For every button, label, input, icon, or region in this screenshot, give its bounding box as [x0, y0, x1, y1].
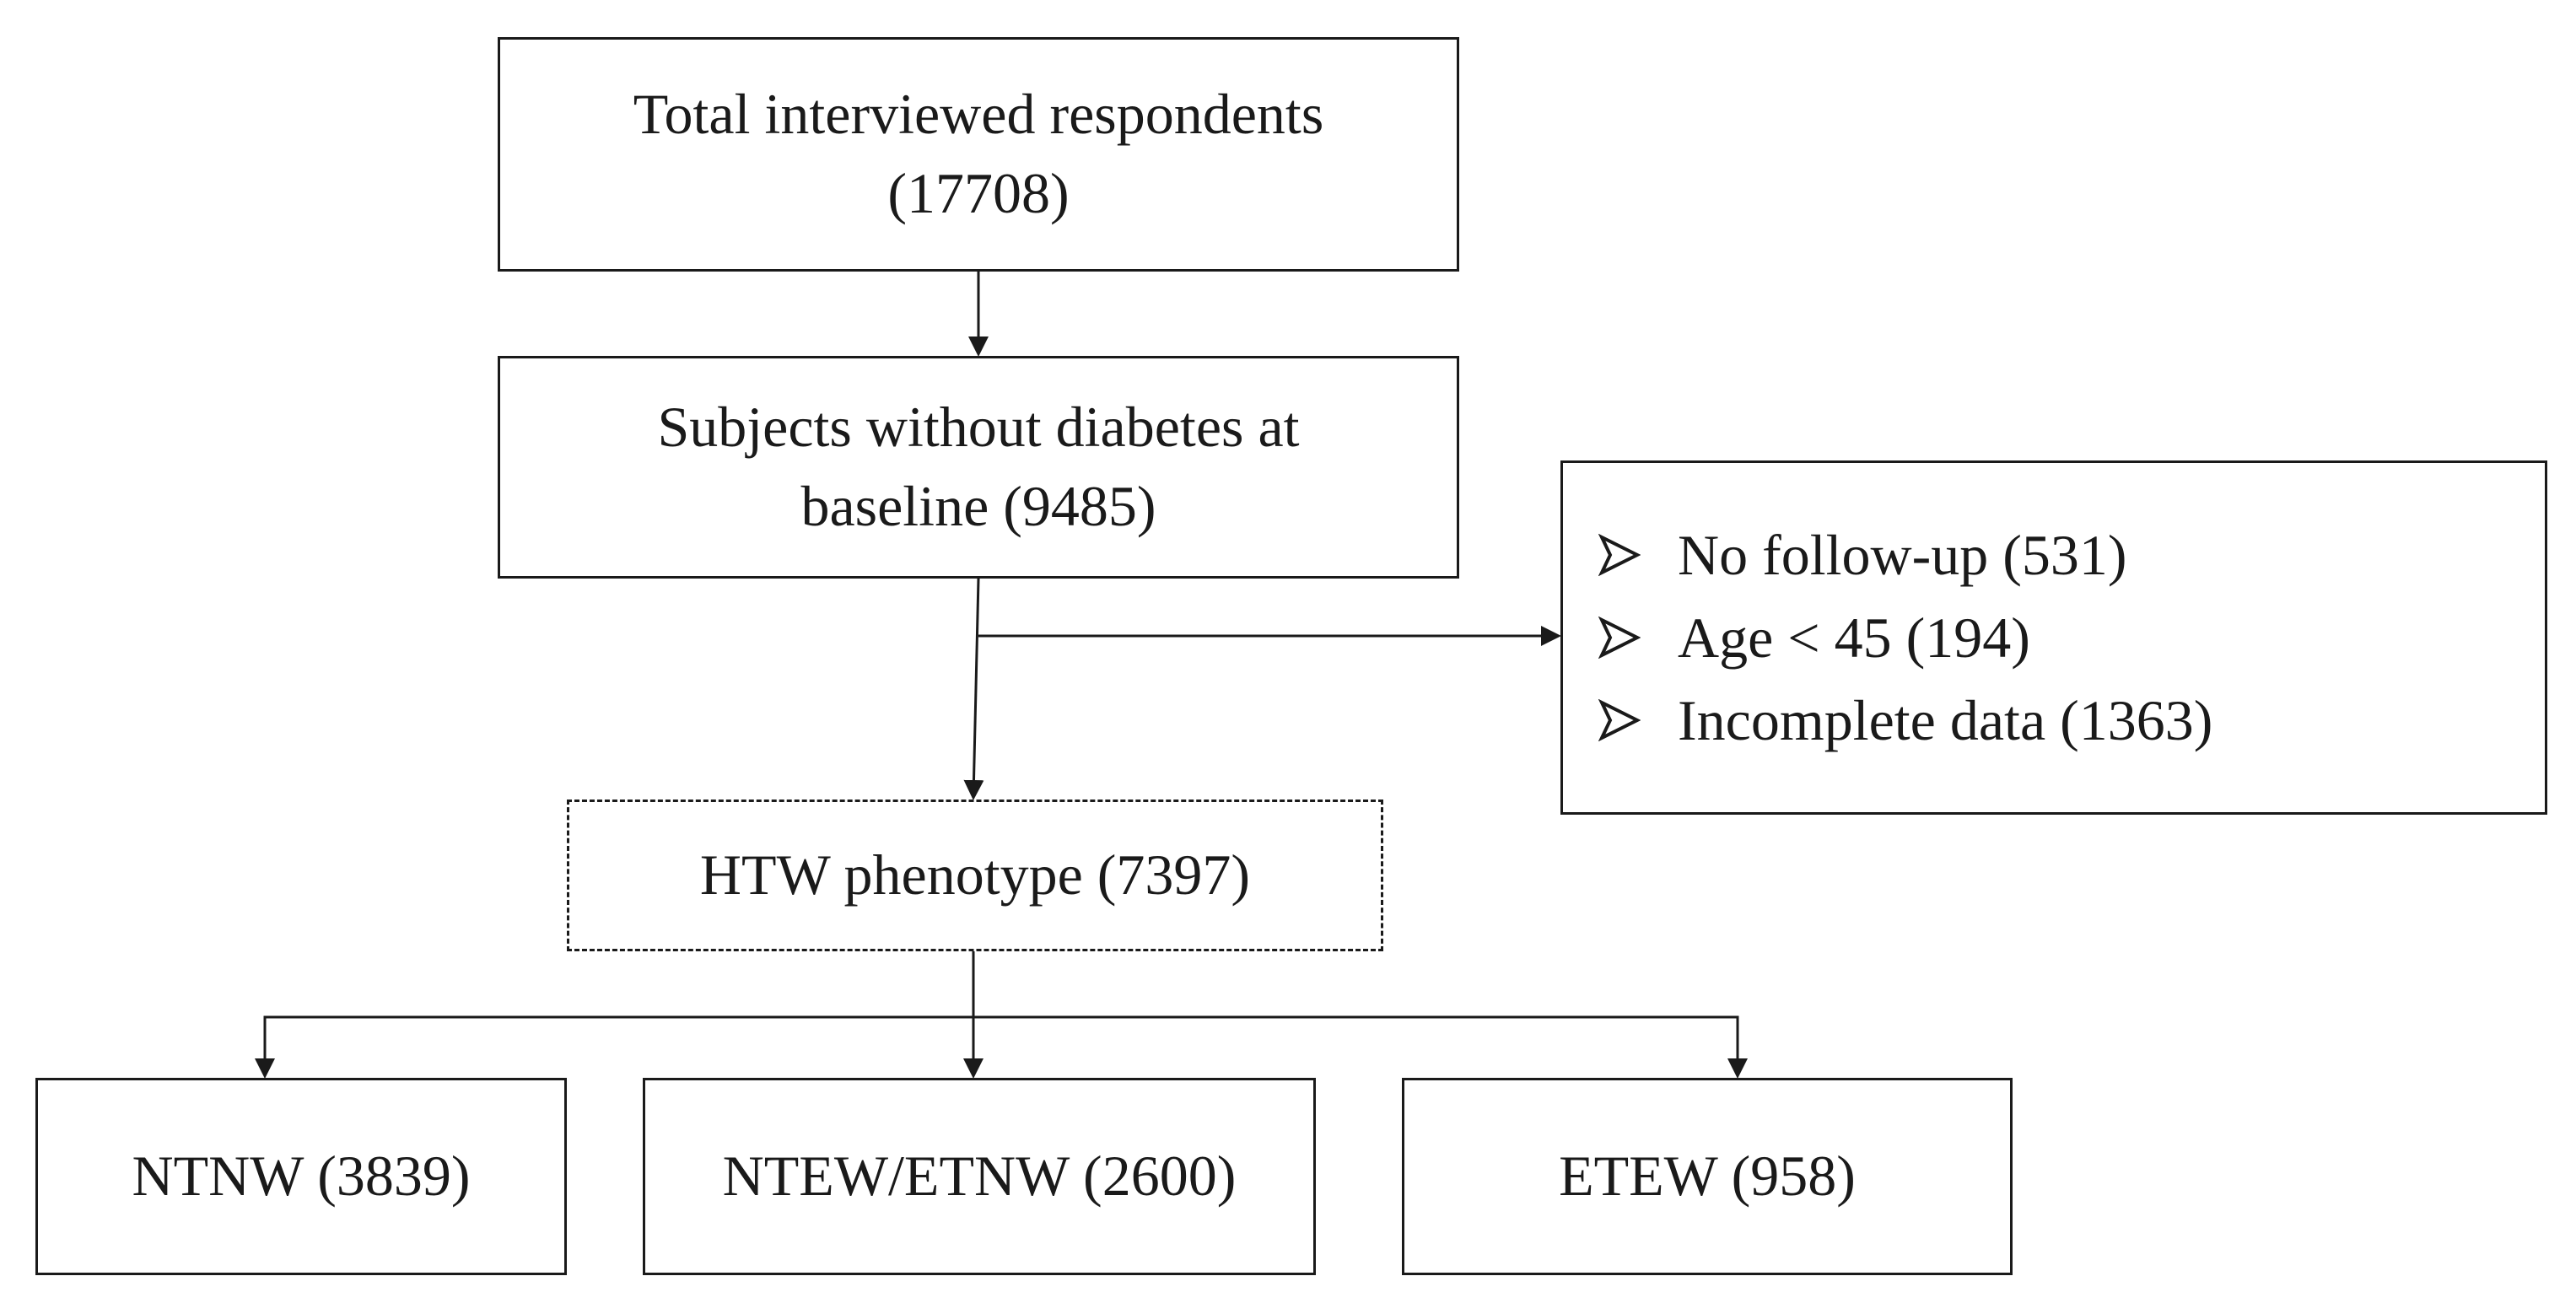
exclusions-box: No follow-up (531) Age < 45 (194) Incomp… — [1560, 460, 2547, 815]
etew-group-box: ETEW (958) — [1402, 1078, 2013, 1275]
branch-to-ntnw — [255, 1015, 973, 1079]
no-diabetes-label: Subjects without diabetes at — [657, 395, 1300, 460]
exclusion-label: Incomplete data (1363) — [1678, 688, 2213, 752]
total-respondents-box: Total interviewed respondents (17708) — [498, 37, 1459, 272]
htw-phenotype-box: HTW phenotype (7397) — [567, 800, 1383, 951]
exclusion-label: Age < 45 (194) — [1678, 606, 2030, 670]
line-no-diabetes-to-htw — [963, 578, 984, 800]
etew-group-label: ETEW (958) — [1559, 1144, 1856, 1209]
total-respondents-label: Total interviewed respondents — [633, 82, 1324, 147]
exclusion-item-no-follow-up: No follow-up (531) — [1598, 514, 2212, 596]
no-diabetes-box: Subjects without diabetes at baseline (9… — [498, 356, 1459, 579]
arrowhead-bullet-icon — [1598, 617, 1641, 659]
branch-to-etew — [973, 1015, 1748, 1079]
ntnw-group-label: NTNW (3839) — [132, 1144, 471, 1209]
exclusion-list: No follow-up (531) Age < 45 (194) Incomp… — [1598, 514, 2212, 762]
exclusion-label: No follow-up (531) — [1678, 523, 2127, 587]
arrowhead-bullet-icon — [1598, 699, 1641, 741]
total-respondents-count: (17708) — [887, 161, 1070, 225]
htw-phenotype-label: HTW phenotype (7397) — [699, 843, 1251, 907]
exclusion-item-incomplete-data: Incomplete data (1363) — [1598, 679, 2212, 762]
ntew-etnw-group-box: NTEW/ETNW (2600) — [643, 1078, 1316, 1275]
ntnw-group-box: NTNW (3839) — [35, 1078, 567, 1275]
exclusion-item-age: Age < 45 (194) — [1598, 596, 2212, 679]
ntew-etnw-group-label: NTEW/ETNW (2600) — [722, 1144, 1237, 1209]
arrowhead-bullet-icon — [1598, 534, 1641, 576]
no-diabetes-count: baseline (9485) — [800, 474, 1156, 538]
